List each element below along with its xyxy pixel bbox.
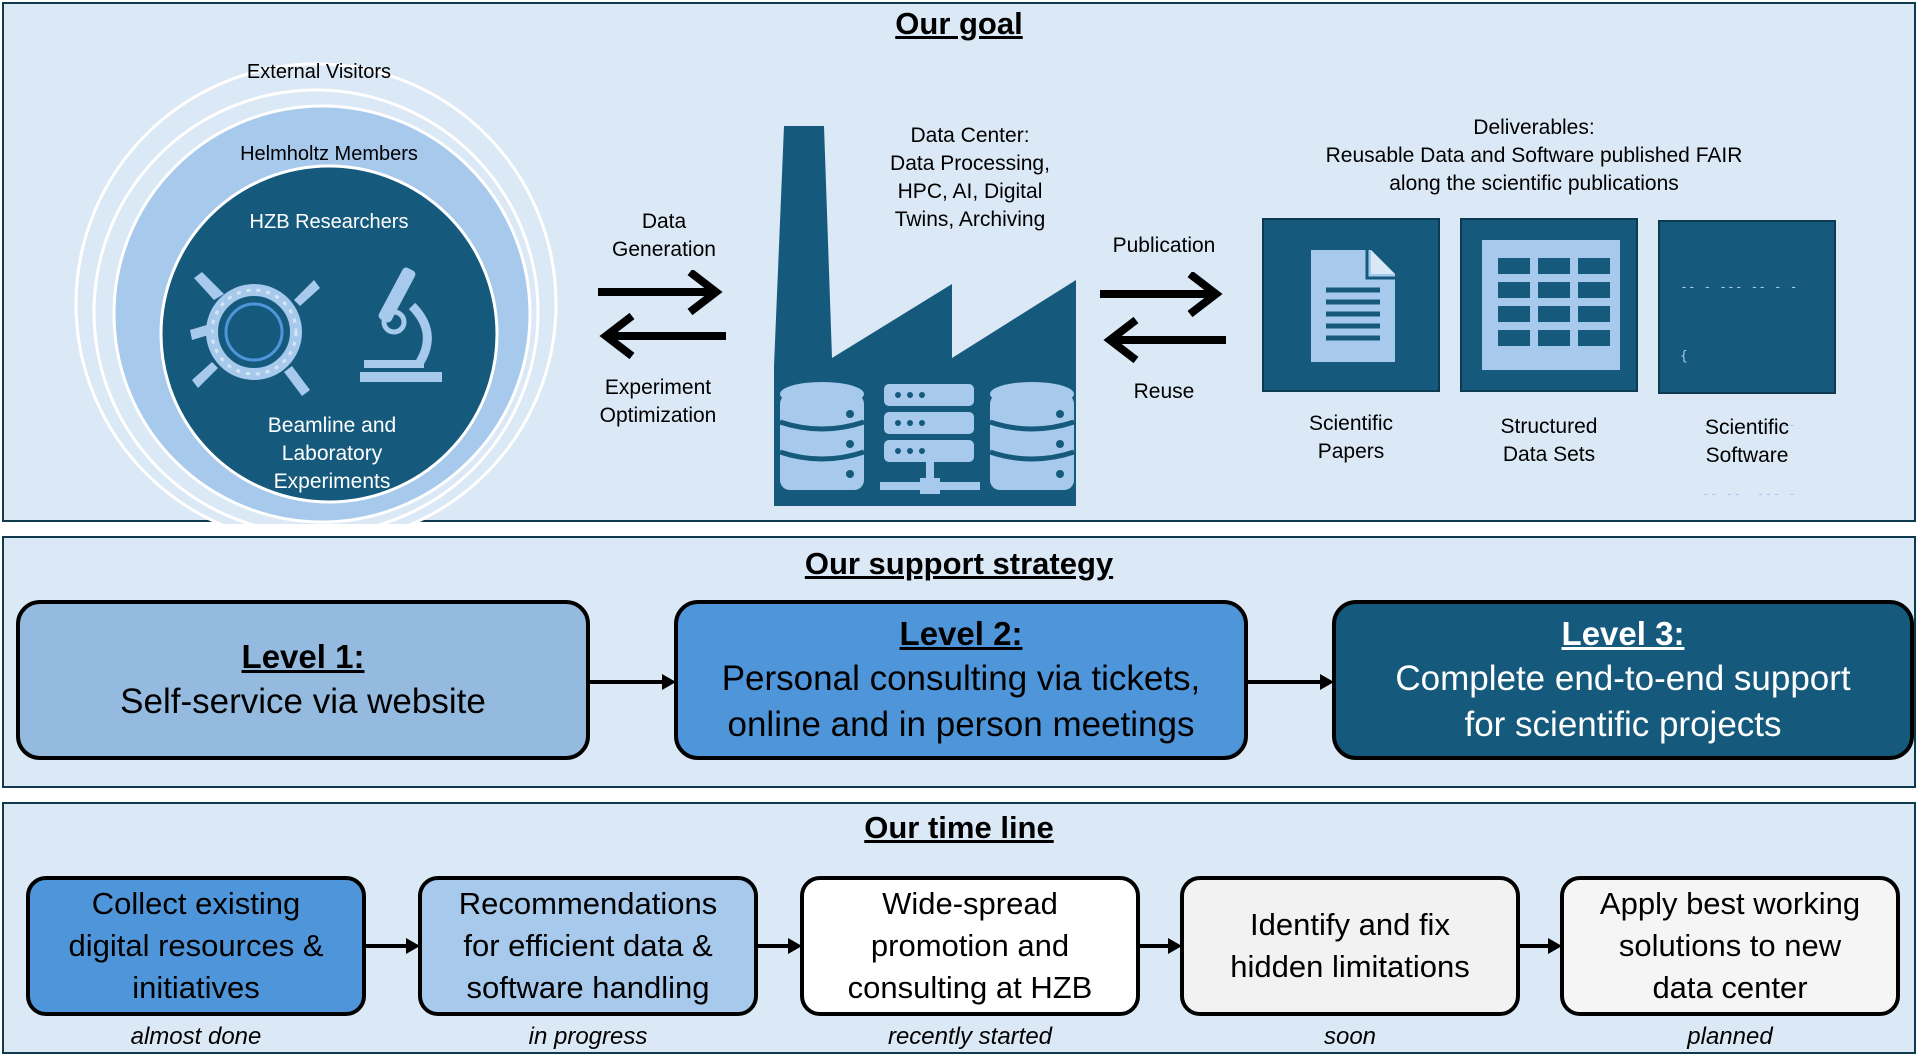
level-arrow-1: [588, 674, 676, 690]
timeline-status-1: almost done: [130, 1023, 262, 1050]
timeline-step-3-text: Wide-spread promotion and consulting at …: [847, 886, 1093, 1005]
code-line: -- -- --- -: [1702, 487, 1796, 502]
synchrotron-icon: [190, 272, 320, 396]
timeline-step-1: Collect existing digital resources & ini…: [26, 876, 366, 1016]
level-1-title: Level 1:: [241, 638, 365, 675]
papers-label: Scientific Papers: [1308, 412, 1394, 463]
code-line: -- - --- -- - -: [1680, 280, 1798, 295]
timeline-step-5: Apply best working solutions to new data…: [1560, 876, 1900, 1016]
timeline-arrow-4: [1520, 938, 1562, 954]
level-3-box: Level 3: Complete end-to-end support for…: [1332, 600, 1914, 760]
circle-label-external: External Visitors: [246, 61, 392, 83]
timeline-status-4: soon: [1323, 1023, 1377, 1050]
timeline-title: Our time line: [864, 810, 1054, 845]
timeline-panel: Our time line Collect existing digital r…: [2, 802, 1916, 1054]
experiment-optimization-label: Experiment Optimization: [599, 376, 717, 427]
circle-label-helmholtz: Helmholtz Members: [240, 143, 418, 165]
circle-label-experiments: Beamline and Laboratory Experiments: [267, 414, 397, 493]
data-center-label: Data Center: Data Processing, HPC, AI, D…: [890, 124, 1050, 231]
data-center-factory-icon: [774, 126, 1076, 506]
publication-label: Publication: [1112, 234, 1216, 257]
timeline-status-2: in progress: [528, 1023, 648, 1050]
timeline-status-5: planned: [1687, 1023, 1773, 1050]
code-line: ---- -- ----: [1702, 418, 1796, 433]
level-1-desc: Self-service via website: [120, 682, 486, 721]
scientific-papers-box: [1262, 218, 1440, 392]
level-1-box: Level 1: Self-service via website: [16, 600, 590, 760]
timeline-arrow-3: [1140, 938, 1182, 954]
level-2-desc: Personal consulting via tickets, online …: [721, 659, 1201, 744]
code-line: {: [1680, 349, 1688, 364]
timeline-arrow-1: [366, 938, 420, 954]
timeline-step-2-text: Recommendations for efficient data & sof…: [458, 886, 718, 1005]
strategy-panel: Our support strategy Level 1: Self-servi…: [2, 536, 1916, 788]
data-generation-label: Data Generation: [612, 210, 716, 261]
timeline-step-1-text: Collect existing digital resources & ini…: [68, 886, 324, 1005]
microscope-icon: [360, 267, 442, 382]
timeline-status-3: recently started: [887, 1023, 1053, 1050]
reuse-label: Reuse: [1133, 380, 1195, 403]
scientific-software-box: -- - --- -- - - { ---- -- ---- -- -- ---…: [1658, 220, 1836, 709]
table-icon: [1482, 240, 1620, 370]
level-3-title: Level 3:: [1561, 615, 1685, 652]
datasets-label: Structured Data Sets: [1500, 415, 1598, 466]
timeline-step-2: Recommendations for efficient data & sof…: [418, 876, 758, 1016]
strategy-title: Our support strategy: [804, 546, 1114, 581]
timeline-arrow-2: [758, 938, 802, 954]
circle-label-hzb: HZB Researchers: [249, 211, 409, 233]
goal-title: Our goal: [895, 6, 1023, 41]
document-icon: [1311, 250, 1395, 362]
level-2-title: Level 2:: [899, 615, 1023, 652]
software-label: Scientific Software: [1704, 416, 1790, 467]
level-2-box: Level 2: Personal consulting via tickets…: [674, 600, 1248, 760]
deliverables-label: Deliverables: Reusable Data and Software…: [1325, 116, 1743, 195]
structured-data-box: [1460, 218, 1638, 392]
timeline-step-5-text: Apply best working solutions to new data…: [1599, 886, 1861, 1005]
timeline-step-4: Identify and fix hidden limitations: [1180, 876, 1520, 1016]
timeline-step-3: Wide-spread promotion and consulting at …: [800, 876, 1140, 1016]
level-arrow-2: [1246, 674, 1334, 690]
goal-panel: Our goal External Visitors Helmholtz Mem…: [2, 2, 1916, 709]
level-3-desc: Complete end-to-end support for scientif…: [1395, 659, 1851, 744]
bidirectional-arrows-left: [598, 270, 726, 360]
audience-circles: [74, 62, 558, 524]
bidirectional-arrows-right: [1100, 272, 1226, 364]
timeline-step-4-text: Identify and fix hidden limitations: [1230, 907, 1470, 984]
